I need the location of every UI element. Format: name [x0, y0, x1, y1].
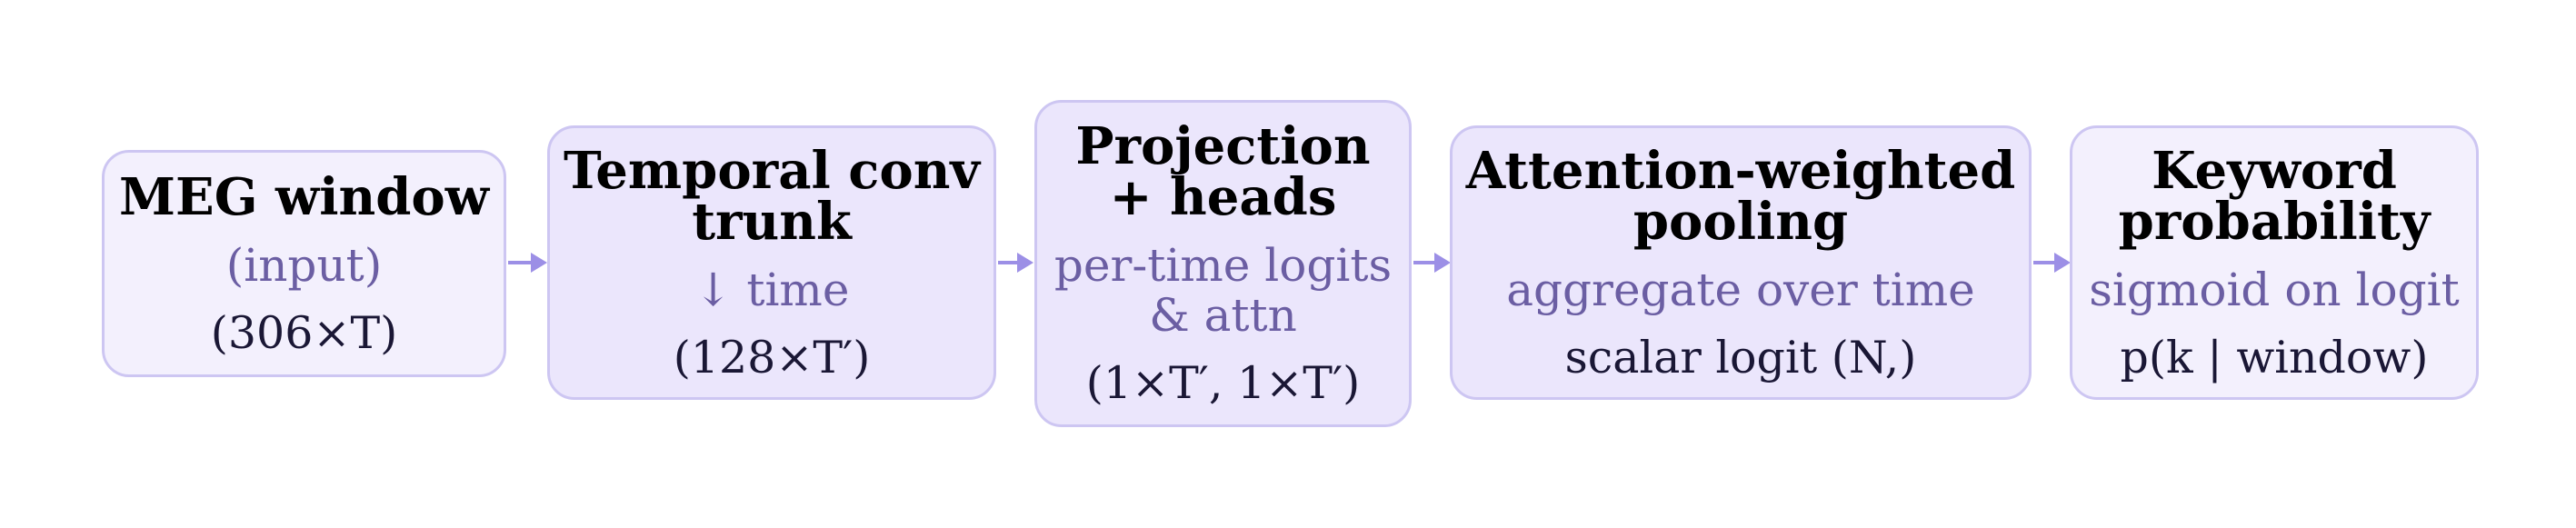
node-title: Keyword probability	[2119, 145, 2431, 247]
node-title-line: trunk	[692, 191, 852, 252]
node-subtitle-line: aggregate over time	[1506, 263, 1975, 316]
node-shape: p(k | window)	[2120, 331, 2429, 384]
node-shape: (1×T′, 1×T′)	[1085, 357, 1361, 409]
node-subtitle-line: & attn	[1149, 289, 1297, 342]
edge-arrow-0-1	[508, 253, 547, 273]
node-subtitle: aggregate over time	[1506, 263, 1975, 316]
node-title-line: MEG window	[119, 166, 489, 227]
node-subtitle-line: sigmoid on logit	[2089, 263, 2460, 316]
node-keyword-probability: Keyword probability sigmoid on logit p(k…	[2070, 125, 2479, 400]
node-title-line: Attention-weighted	[1465, 140, 2016, 201]
node-title-line: Keyword	[2152, 140, 2397, 201]
node-temporal-conv-trunk: Temporal conv trunk ↓ time (128×T′)	[547, 125, 996, 400]
node-shape: scalar logit (N,)	[1564, 331, 1917, 384]
node-title-line: probability	[2118, 191, 2431, 252]
node-title: Temporal conv trunk	[564, 145, 980, 247]
node-title-line: + heads	[1109, 167, 1337, 227]
node-title-line: pooling	[1632, 191, 1849, 252]
edge-arrow-2-3	[1413, 253, 1451, 273]
node-title: MEG window	[119, 172, 489, 223]
node-subtitle: (input)	[225, 238, 383, 292]
node-subtitle: sigmoid on logit	[2089, 263, 2460, 316]
node-title: Attention-weighted pooling	[1466, 145, 2016, 247]
edge-arrow-3-4	[2033, 253, 2071, 273]
node-subtitle-line: per-time logits	[1053, 239, 1393, 292]
node-title-line: Projection	[1075, 116, 1371, 176]
node-shape: (306×T)	[210, 306, 398, 359]
node-subtitle-line: ↓ time	[694, 263, 850, 316]
node-subtitle: ↓ time	[694, 263, 850, 316]
node-subtitle: per-time logits & attn	[1054, 241, 1392, 341]
node-meg-window: MEG window (input) (306×T)	[102, 150, 506, 377]
edge-arrow-1-2	[998, 253, 1033, 273]
node-shape: (128×T′)	[673, 331, 871, 384]
node-title-line: Temporal conv	[564, 140, 980, 201]
node-title: Projection + heads	[1075, 121, 1370, 223]
node-attention-pooling: Attention-weighted pooling aggregate ove…	[1450, 125, 2032, 400]
node-projection-heads: Projection + heads per-time logits & att…	[1034, 100, 1412, 427]
node-subtitle-line: (input)	[225, 238, 383, 292]
